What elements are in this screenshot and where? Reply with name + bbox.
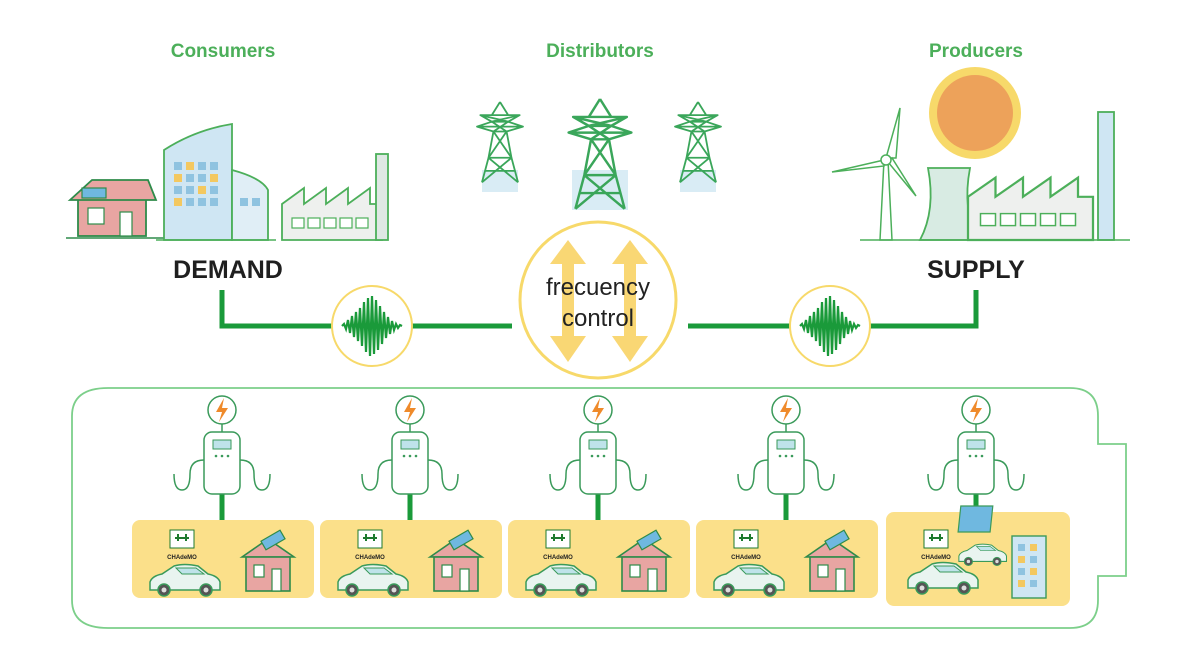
ev-charger-icon (173, 395, 271, 495)
consumers-header: Consumers (171, 41, 276, 62)
house-icon (66, 179, 172, 239)
ev-charger-icon (361, 395, 459, 495)
charger-unit: CHAdeMO (508, 395, 690, 598)
signal-wave-icon (331, 285, 413, 367)
chademo-badge: CHAdeMO (543, 529, 573, 561)
frequency-control-line1: frecuency (546, 274, 650, 301)
grid-connection-lines (219, 290, 979, 329)
charger-unit: CHAdeMO (886, 395, 1070, 606)
power-pylons-illustration (476, 97, 722, 210)
chademo-badge: CHAdeMO (731, 529, 761, 561)
chimney-icon (1097, 111, 1115, 241)
chademo-label: CHAdeMO (167, 555, 197, 561)
ev-charger-icon (927, 395, 1025, 495)
producers-header: Producers (929, 41, 1023, 62)
chademo-badge: CHAdeMO (921, 529, 951, 561)
apartment-building-icon (957, 505, 1047, 599)
factory-icon (281, 153, 389, 241)
chademo-label: CHAdeMO (543, 555, 573, 561)
charger-unit: CHAdeMO (132, 395, 314, 598)
distributors-header: Distributors (546, 41, 654, 62)
charger-unit: CHAdeMO (320, 395, 502, 598)
demand-label: DEMAND (173, 256, 283, 284)
frequency-control-node: frecuency control (518, 220, 678, 380)
chademo-label: CHAdeMO (731, 555, 761, 561)
factory-icon (966, 176, 1095, 242)
chademo-label: CHAdeMO (921, 555, 951, 561)
ev-charger-icon (549, 395, 647, 495)
battery-outline (71, 387, 1127, 629)
ev-charger-icon (737, 395, 835, 495)
supply-label: SUPPLY (927, 256, 1025, 284)
signal-wave-icon (789, 285, 871, 367)
consumers-illustration (66, 122, 389, 241)
wind-turbine-icon (831, 107, 917, 241)
producers-illustration (831, 67, 1130, 242)
frequency-control-line2: control (562, 305, 634, 332)
charger-unit: CHAdeMO (696, 395, 878, 598)
chademo-badge: CHAdeMO (355, 529, 385, 561)
chademo-badge: CHAdeMO (167, 529, 197, 561)
double-arrow-icon (550, 240, 648, 362)
chademo-label: CHAdeMO (355, 555, 385, 561)
office-building-icon (156, 122, 276, 241)
